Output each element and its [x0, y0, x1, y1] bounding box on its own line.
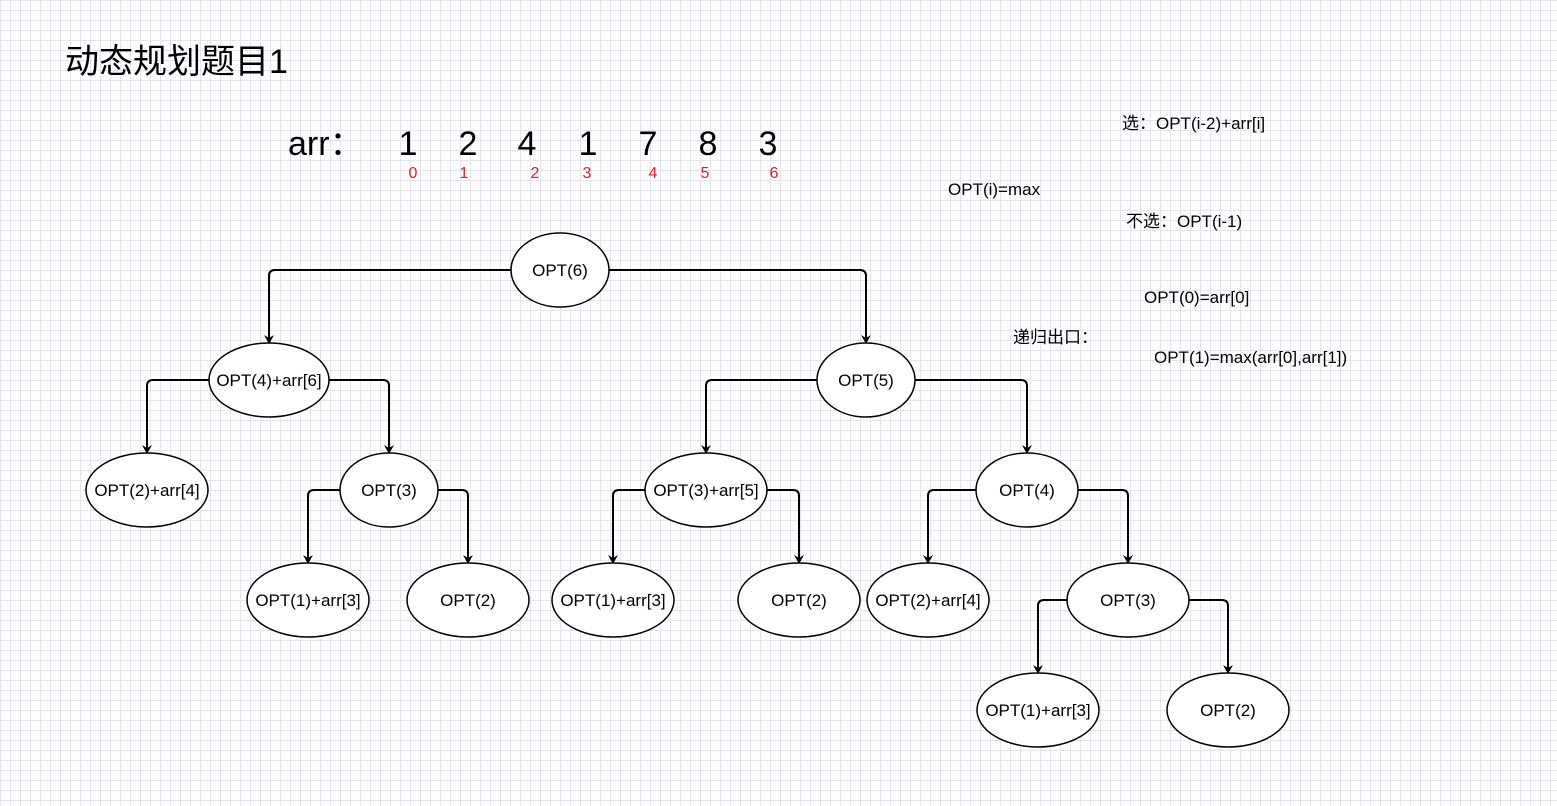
tree-node: OPT(5) — [816, 342, 916, 418]
tree-node-label: OPT(1)+arr[3] — [985, 701, 1090, 720]
tree-edge — [1078, 489, 1133, 564]
tree-node-label: OPT(1)+arr[3] — [255, 591, 360, 610]
tree-node-label: OPT(2) — [440, 591, 496, 610]
array-value: 4 — [517, 125, 537, 163]
tree-node: OPT(6) — [510, 232, 610, 308]
tree-node-ellipse — [976, 672, 1100, 748]
tree-node-ellipse — [1066, 562, 1190, 638]
tree-node-label: OPT(3) — [1100, 591, 1156, 610]
tree-node: OPT(3) — [339, 452, 439, 528]
tree-node-label: OPT(5) — [838, 371, 894, 390]
tree-node: OPT(2) — [737, 562, 861, 638]
tree-node-label: OPT(4) — [999, 481, 1055, 500]
tree-edge — [329, 379, 394, 454]
note-exit-label: 递归出口： — [1013, 328, 1098, 347]
array-value: 7 — [638, 125, 658, 163]
tree-node-ellipse — [406, 562, 530, 638]
tree-node-label: OPT(3) — [361, 481, 417, 500]
tree-node-ellipse — [975, 452, 1079, 528]
tree-node-label: OPT(2)+arr[4] — [94, 481, 199, 500]
tree-edge — [438, 489, 473, 564]
tree-edge — [609, 269, 871, 344]
array-index: 0 — [408, 165, 418, 182]
array-value: 1 — [398, 125, 418, 163]
tree-node-ellipse — [208, 342, 330, 418]
tree-edge — [915, 379, 1032, 454]
tree-node: OPT(2)+arr[4] — [85, 452, 209, 528]
tree-node-ellipse — [510, 232, 610, 308]
tree-node-ellipse — [246, 562, 370, 638]
array-index: 1 — [459, 165, 469, 182]
note-opt1: OPT(1)=max(arr[0],arr[1]) — [1154, 348, 1348, 367]
tree-edge — [264, 269, 511, 344]
array-index: 4 — [648, 165, 658, 182]
tree-edge — [303, 489, 340, 564]
tree-edge — [701, 379, 817, 454]
tree-node-label: OPT(1)+arr[3] — [560, 591, 665, 610]
array-index: 3 — [582, 165, 592, 182]
tree-node-ellipse — [644, 452, 768, 528]
tree-node-ellipse — [816, 342, 916, 418]
array-label: arr： — [288, 125, 364, 163]
tree-node: OPT(1)+arr[3] — [551, 562, 675, 638]
tree-node-label: OPT(2) — [771, 591, 827, 610]
tree-node: OPT(2) — [406, 562, 530, 638]
array-index: 6 — [769, 165, 779, 182]
note-not-select: 不选：OPT(i-1) — [1126, 212, 1243, 231]
tree-node: OPT(4) — [975, 452, 1079, 528]
tree-edge — [142, 379, 209, 454]
tree-node-ellipse — [339, 452, 439, 528]
array-value: 1 — [578, 125, 598, 163]
tree-node-label: OPT(2)+arr[4] — [875, 591, 980, 610]
tree-node: OPT(3)+arr[5] — [644, 452, 768, 528]
note-opt-max: OPT(i)=max — [948, 180, 1041, 199]
array-index: 5 — [700, 165, 710, 182]
tree-edge — [923, 489, 976, 564]
tree-edge — [1033, 599, 1067, 674]
tree-node-ellipse — [551, 562, 675, 638]
array-value: 8 — [698, 125, 718, 163]
tree-node-label: OPT(2) — [1200, 701, 1256, 720]
tree-node: OPT(1)+arr[3] — [976, 672, 1100, 748]
array-value: 2 — [458, 125, 478, 163]
tree-node-ellipse — [1166, 672, 1290, 748]
tree-edge — [1189, 599, 1233, 674]
tree-edge — [608, 489, 645, 564]
tree-node: OPT(2) — [1166, 672, 1290, 748]
array-value: 3 — [758, 125, 778, 163]
diagram-title: 动态规划题目1 — [65, 43, 288, 81]
tree-node-ellipse — [866, 562, 990, 638]
tree-node: OPT(2)+arr[4] — [866, 562, 990, 638]
tree-node-ellipse — [737, 562, 861, 638]
array-index: 2 — [530, 165, 540, 182]
tree-node: OPT(1)+arr[3] — [246, 562, 370, 638]
tree-edge — [767, 489, 804, 564]
tree-node-label: OPT(6) — [532, 261, 588, 280]
tree-node-ellipse — [85, 452, 209, 528]
tree-node: OPT(4)+arr[6] — [208, 342, 330, 418]
tree-node: OPT(3) — [1066, 562, 1190, 638]
tree-node-label: OPT(3)+arr[5] — [653, 481, 758, 500]
note-select: 选：OPT(i-2)+arr[i] — [1122, 114, 1266, 133]
tree-node-label: OPT(4)+arr[6] — [216, 371, 321, 390]
note-opt0: OPT(0)=arr[0] — [1144, 288, 1250, 307]
